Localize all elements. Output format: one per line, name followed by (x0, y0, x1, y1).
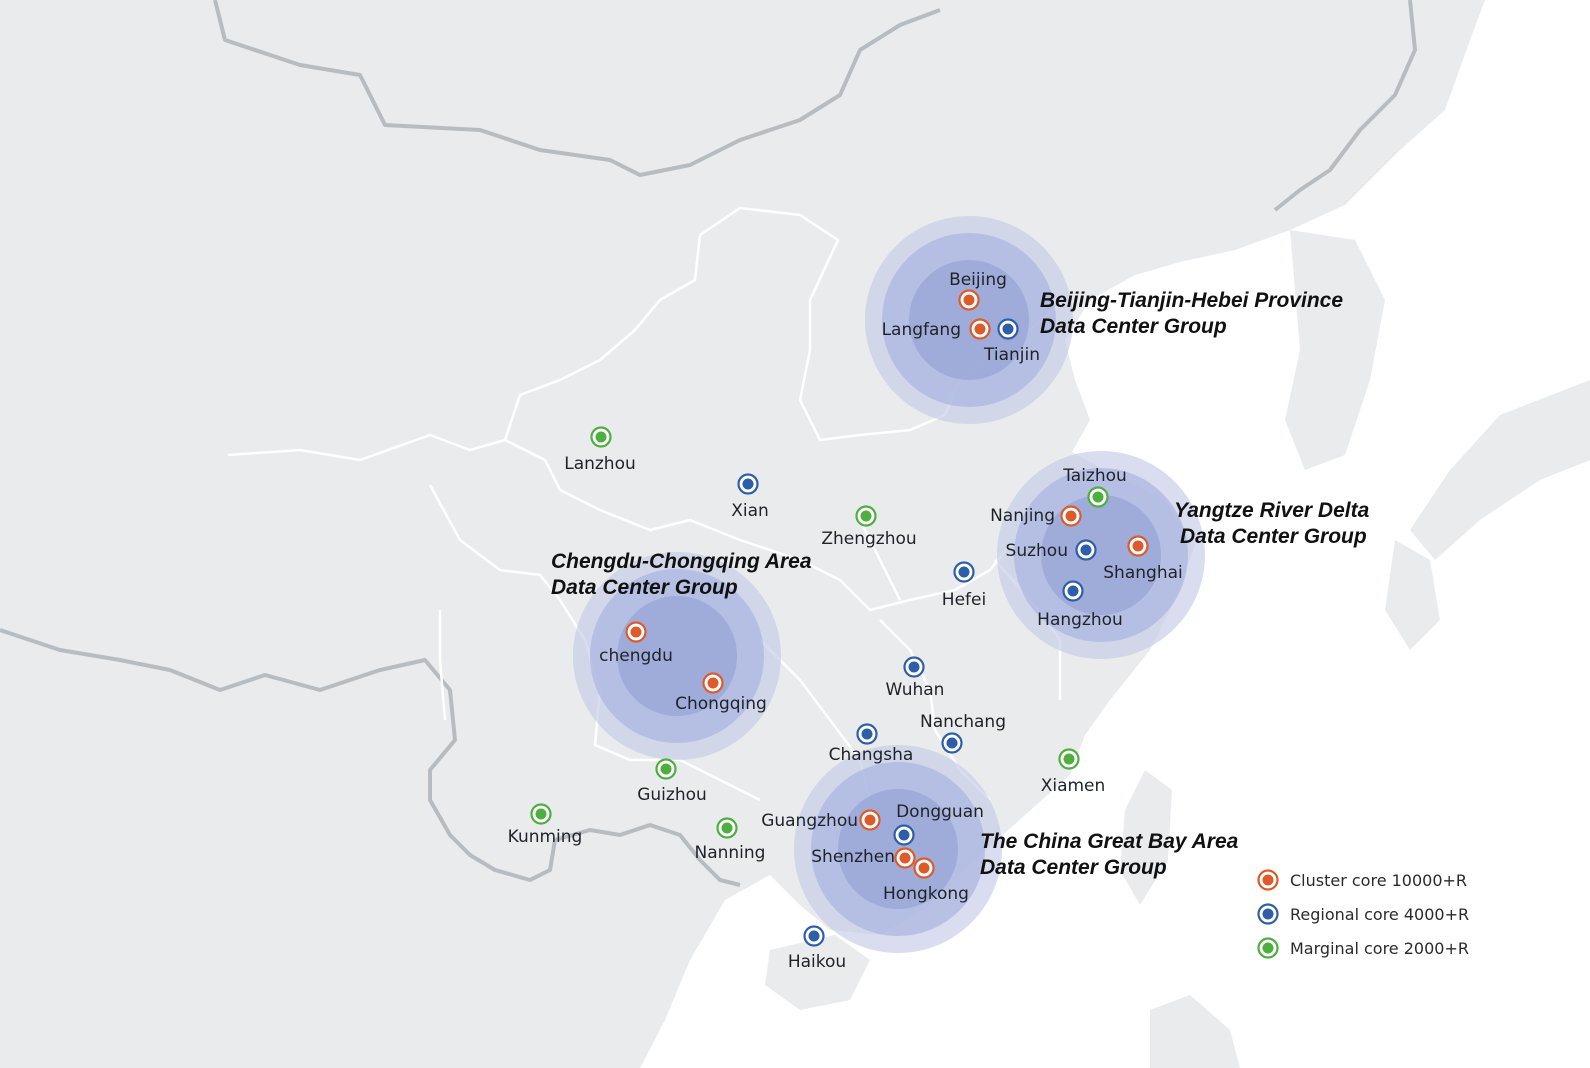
legend-marker-regional (1257, 903, 1279, 925)
city-marker-hongkong (913, 857, 935, 879)
city-label-xiamen: Xiamen (1041, 776, 1106, 796)
city-marker-shenzhen (894, 847, 916, 869)
city-marker-lanzhou (590, 426, 612, 448)
city-marker-xiamen (1058, 748, 1080, 770)
city-marker-guizhou (655, 758, 677, 780)
city-label-chongqing: Chongqing (675, 694, 767, 714)
city-marker-chengdu (625, 621, 647, 643)
city-marker-taizhou (1087, 486, 1109, 508)
svg-text:Yangtze River Delta: Yangtze River Delta (1174, 499, 1370, 522)
city-label-guizhou: Guizhou (637, 785, 707, 805)
city-marker-guangzhou (859, 809, 881, 831)
city-marker-nanjing (1060, 505, 1082, 527)
city-label-taizhou: Taizhou (1062, 466, 1127, 486)
kyushu-landmass (1385, 540, 1440, 650)
svg-text:Data Center Group: Data Center Group (980, 856, 1167, 879)
city-label-wuhan: Wuhan (886, 680, 945, 700)
city-label-lanzhou: Lanzhou (564, 454, 636, 474)
city-markers: BeijingLangfangTianjinLanzhouXianZhengzh… (508, 270, 1183, 972)
city-marker-hangzhou (1062, 580, 1084, 602)
city-label-dongguan: Dongguan (896, 802, 984, 822)
legend-label-marginal: Marginal core 2000+R (1290, 939, 1469, 958)
city-label-beijing: Beijing (949, 270, 1007, 290)
group-label-gba: The China Great Bay Area Data Center Gro… (980, 830, 1239, 879)
city-marker-dongguan (893, 824, 915, 846)
city-label-langfang: Langfang (882, 320, 961, 340)
city-label-chengdu: chengdu (599, 646, 673, 666)
city-marker-shanghai (1127, 535, 1149, 557)
city-marker-wuhan (903, 656, 925, 678)
city-label-hefei: Hefei (942, 590, 986, 610)
legend-marker-cluster (1257, 869, 1279, 891)
city-label-kunming: Kunming (508, 827, 583, 847)
city-label-suzhou: Suzhou (1006, 541, 1068, 561)
group-label-cc: Chengdu-Chongqing Area Data Center Group (551, 550, 812, 599)
svg-text:Data Center Group: Data Center Group (1180, 525, 1367, 548)
city-marker-kunming (530, 803, 552, 825)
svg-text:Chengdu-Chongqing Area: Chengdu-Chongqing Area (551, 550, 812, 573)
city-label-changsha: Changsha (829, 745, 914, 765)
city-label-xian: Xian (731, 501, 769, 521)
city-label-hongkong: Hongkong (883, 884, 969, 904)
svg-text:Data Center Group: Data Center Group (1040, 315, 1227, 338)
philippines-landmass (1150, 995, 1240, 1068)
japan-landmass (1410, 380, 1590, 560)
city-marker-haikou (803, 925, 825, 947)
hainan-landmass (765, 935, 870, 1010)
city-marker-langfang (969, 318, 991, 340)
city-label-haikou: Haikou (788, 952, 846, 972)
taiwan-landmass (1120, 770, 1172, 905)
mainland-landmass (0, 0, 1485, 1068)
legend-marker-marginal (1257, 937, 1279, 959)
legend-label-cluster: Cluster core 10000+R (1290, 871, 1467, 890)
city-label-shenzhen: Shenzhen (811, 847, 895, 867)
legend-label-regional: Regional core 4000+R (1290, 905, 1469, 924)
city-marker-beijing (958, 289, 980, 311)
city-marker-hefei (953, 561, 975, 583)
group-label-jjj: Beijing-Tianjin-Hebei Province Data Cent… (1040, 289, 1343, 338)
city-label-nanning: Nanning (695, 843, 766, 863)
city-label-guangzhou: Guangzhou (761, 811, 858, 831)
city-label-nanjing: Nanjing (990, 506, 1055, 526)
city-marker-zhengzhou (855, 505, 877, 527)
legend: Cluster core 10000+R Regional core 4000+R… (1257, 869, 1469, 959)
korea-landmass (1285, 230, 1385, 470)
national-borders (0, 0, 1417, 887)
svg-text:The China Great Bay Area: The China Great Bay Area (980, 830, 1239, 853)
group-label-yrd: Yangtze River Delta Data Center Group (1174, 499, 1370, 548)
city-marker-tianjin (997, 318, 1019, 340)
halo-cc (573, 552, 781, 760)
city-label-hangzhou: Hangzhou (1037, 610, 1123, 630)
city-marker-changsha (856, 723, 878, 745)
city-marker-xian (737, 473, 759, 495)
city-label-nanchang: Nanchang (920, 712, 1006, 732)
city-marker-nanning (716, 817, 738, 839)
city-marker-suzhou (1075, 539, 1097, 561)
halo-jjj (865, 216, 1073, 424)
city-marker-nanchang (941, 732, 963, 754)
city-label-tianjin: Tianjin (983, 345, 1040, 365)
city-marker-chongqing (702, 672, 724, 694)
svg-text:Data Center Group: Data Center Group (551, 576, 738, 599)
city-label-shanghai: Shanghai (1103, 563, 1182, 583)
city-label-zhengzhou: Zhengzhou (821, 529, 916, 549)
svg-text:Beijing-Tianjin-Hebei Province: Beijing-Tianjin-Hebei Province (1040, 289, 1343, 312)
